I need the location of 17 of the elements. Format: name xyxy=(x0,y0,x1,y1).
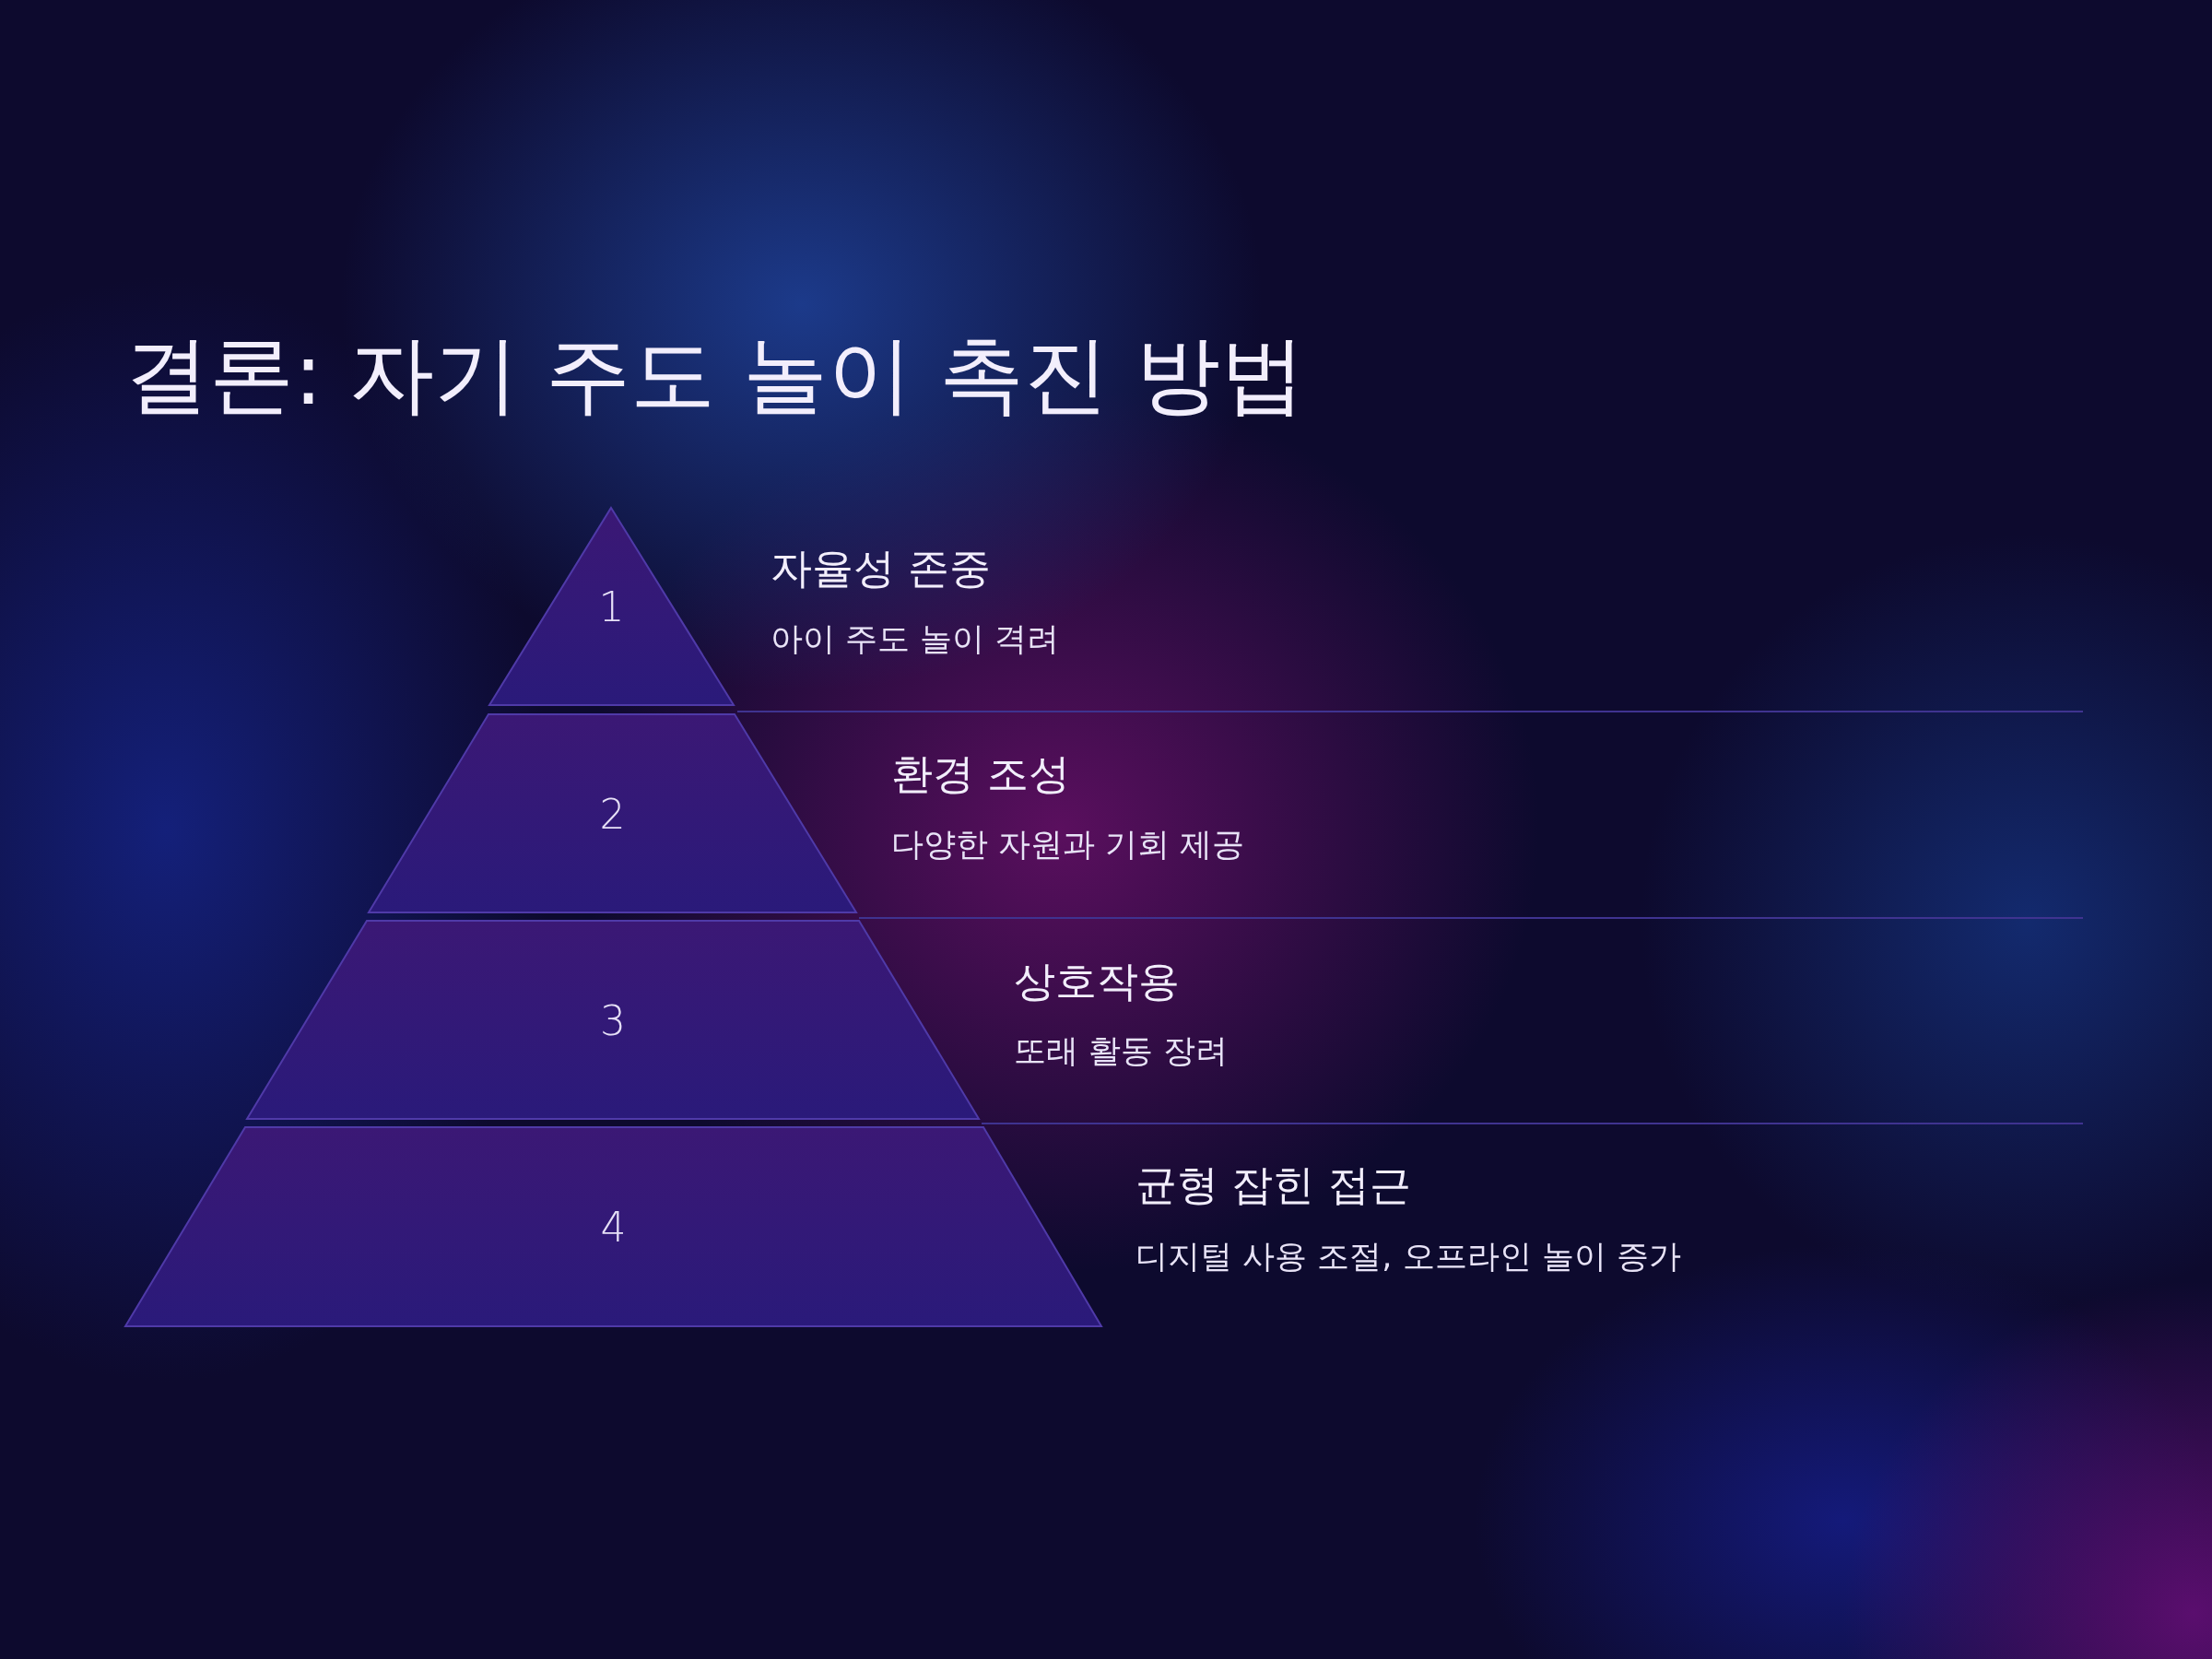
layer-number: 1 xyxy=(597,582,626,630)
layer-description: 다양한 자원과 기회 제공 xyxy=(891,825,1245,864)
layer-number: 4 xyxy=(599,1203,628,1251)
layer-number: 3 xyxy=(599,996,627,1043)
layer-heading: 자율성 존중 xyxy=(771,544,992,594)
pyramid-layer xyxy=(489,508,734,705)
layer-heading: 균형 잡힌 접근 xyxy=(1135,1160,1411,1210)
title: 결론: 자기 주도 놀이 촉진 방법 xyxy=(124,324,1306,426)
pyramid-layer xyxy=(247,921,979,1119)
layer-number: 2 xyxy=(598,790,627,837)
pyramid-layer xyxy=(125,1127,1101,1326)
layer-description: 아이 주도 놀이 격려 xyxy=(771,619,1060,658)
layer-description: 디지털 사용 조절, 오프라인 놀이 증가 xyxy=(1135,1237,1681,1276)
layer-heading: 상호작용 xyxy=(1014,957,1180,1006)
layer-description: 또래 활동 장려 xyxy=(1014,1031,1229,1070)
layer-heading: 환경 조성 xyxy=(891,749,1071,799)
pyramid-layer xyxy=(369,714,856,912)
